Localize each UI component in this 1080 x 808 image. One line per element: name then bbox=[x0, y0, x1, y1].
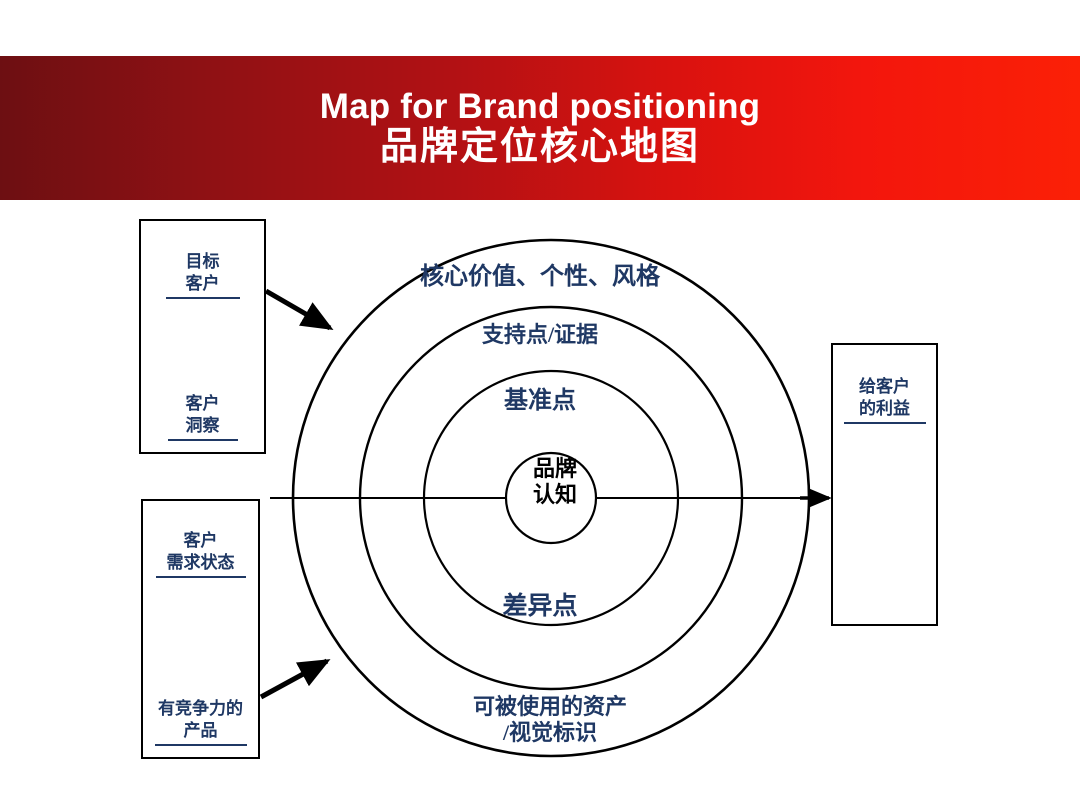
box-entry-customer-need-state: 客户 需求状态 bbox=[155, 508, 246, 600]
target-customer-box: 目标 客户 客户 洞察 bbox=[139, 219, 266, 454]
customer-benefit-box: 给客户 的利益 bbox=[831, 343, 938, 626]
page-title-en: Map for Brand positioning bbox=[319, 86, 761, 126]
arrow-competitive-product-to-ring bbox=[259, 658, 331, 700]
second-ring-circle bbox=[358, 305, 744, 691]
ring-label-brand-awareness: 品牌 认知 bbox=[532, 456, 577, 508]
underline-rule bbox=[165, 297, 240, 300]
core-circle bbox=[504, 451, 598, 545]
third-ring-circle bbox=[422, 369, 680, 627]
underline-rule bbox=[843, 422, 926, 425]
box-entry-customer-insight-text: 客户 洞察 bbox=[185, 393, 220, 435]
title-banner: Map for Brand positioning 品牌定位核心地图 bbox=[0, 56, 1080, 200]
box-entry-target-customer: 目标 客户 bbox=[165, 229, 240, 321]
ring-label-benchmark-point: 基准点 bbox=[504, 388, 576, 414]
box-entry-target-customer-text: 目标 客户 bbox=[185, 251, 220, 293]
underline-rule bbox=[167, 439, 238, 442]
ring-label-core-value: 核心价值、个性、风格 bbox=[420, 264, 660, 290]
box-entry-competitive-product: 有竞争力的 产品 bbox=[154, 676, 247, 768]
underline-rule bbox=[154, 744, 247, 747]
ring-label-support-point: 支持点/证据 bbox=[481, 322, 599, 347]
box-entry-customer-insight: 客户 洞察 bbox=[167, 371, 238, 463]
arrow-target-customer-to-ring bbox=[264, 288, 334, 331]
customer-need-box: 客户 需求状态 有竞争力的 产品 bbox=[141, 499, 260, 759]
box-entry-competitive-product-text: 有竞争力的 产品 bbox=[158, 698, 243, 740]
ring-label-difference-point: 差异点 bbox=[502, 593, 578, 620]
underline-rule bbox=[155, 576, 246, 579]
box-entry-customer-need-state-text: 客户 需求状态 bbox=[166, 530, 235, 572]
box-entry-customer-benefit: 给客户 的利益 bbox=[843, 354, 926, 446]
box-entry-customer-benefit-text: 给客户 的利益 bbox=[859, 376, 910, 418]
page-title-zh: 品牌定位核心地图 bbox=[379, 125, 700, 168]
ring-label-usable-assets: 可被使用的资产 /视觉标识 bbox=[472, 694, 627, 746]
